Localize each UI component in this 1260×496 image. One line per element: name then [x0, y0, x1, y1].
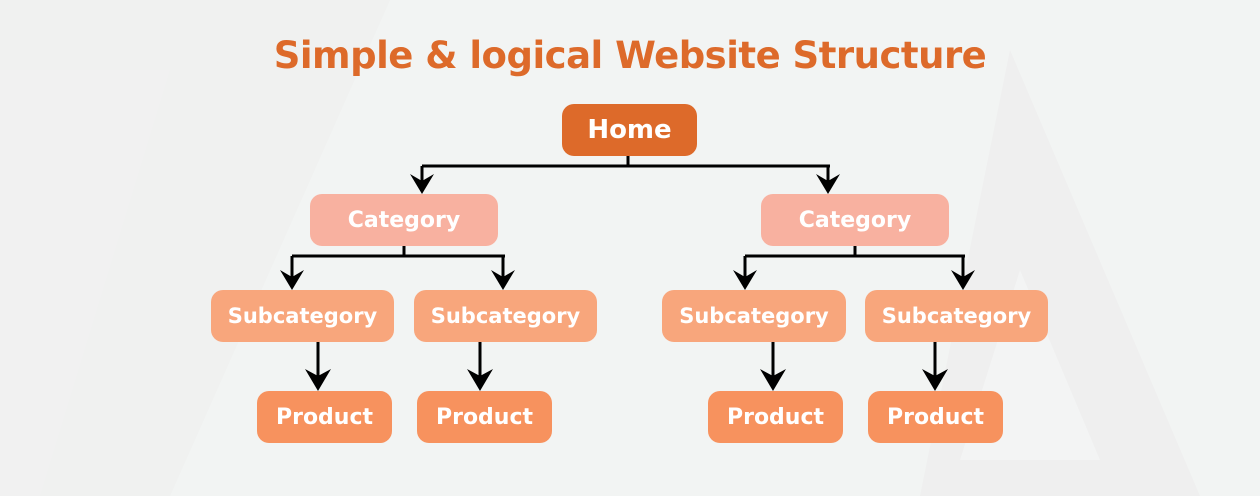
arrow-head [410, 174, 434, 194]
connector-category-1 [290, 246, 505, 282]
node-home: Home [562, 104, 697, 156]
node-subcategory: Subcategory [211, 290, 394, 342]
arrow-head [922, 369, 948, 391]
node-product: Product [417, 391, 552, 443]
node-product: Product [708, 391, 843, 443]
node-subcategory: Subcategory [662, 290, 846, 342]
node-product: Product [868, 391, 1003, 443]
node-category: Category [310, 194, 498, 246]
arrow-head [951, 270, 975, 290]
node-category: Category [761, 194, 949, 246]
arrow-head [305, 369, 331, 391]
arrow-head [760, 369, 786, 391]
arrow-head [733, 270, 757, 290]
arrow-head [467, 369, 493, 391]
node-product: Product [257, 391, 392, 443]
connector-home [420, 156, 830, 186]
diagram-title: Simple & logical Website Structure [273, 34, 987, 77]
connector-category-2 [743, 246, 965, 282]
node-subcategory: Subcategory [414, 290, 597, 342]
arrow-head [816, 174, 840, 194]
arrow-head [280, 270, 304, 290]
arrow-head [491, 270, 515, 290]
node-subcategory: Subcategory [865, 290, 1048, 342]
